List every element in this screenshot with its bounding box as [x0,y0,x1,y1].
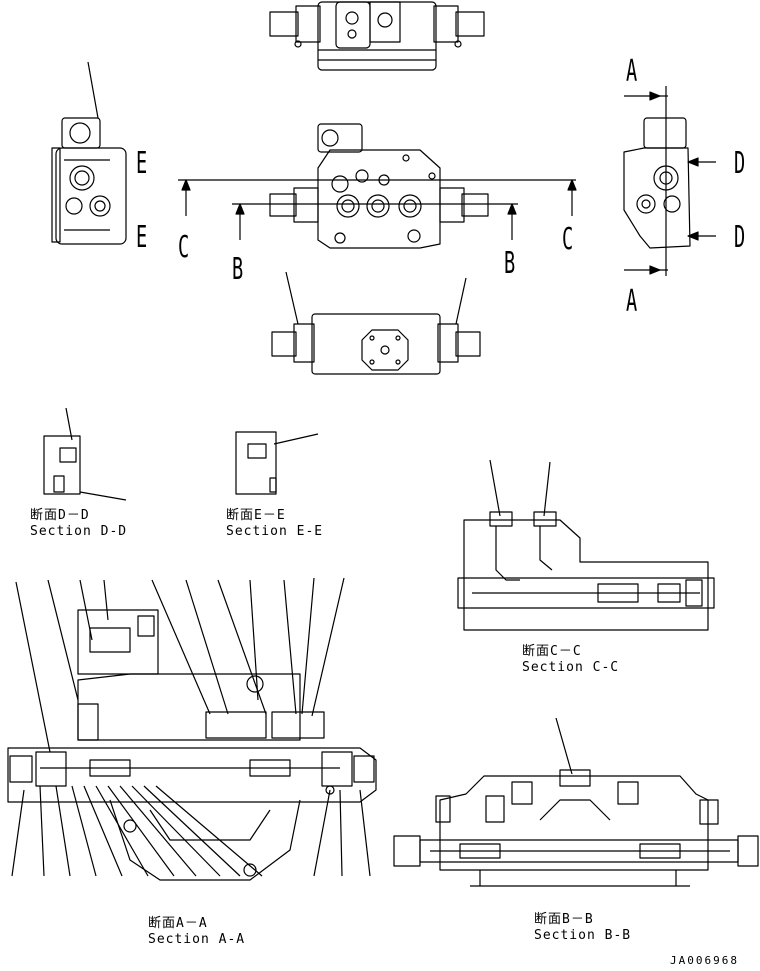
section-cc-jp: 断面C－C [522,644,582,659]
label-d-bottom: D [734,220,746,255]
label-c-left: C [178,230,190,265]
section-ee-caption: 断面E－E Section E-E [226,508,323,540]
section-cc-drawing [457,459,715,631]
section-cc-en: Section C-C [522,660,620,675]
section-dd-drawing [43,407,127,501]
top-view [269,1,485,71]
section-dd-caption: 断面D－D Section D-D [30,508,127,540]
section-aa-drawing [7,577,377,881]
section-ee-en: Section E-E [226,524,324,539]
label-e-bottom: E [136,220,148,255]
section-bb-caption: 断面B－B Section B-B [534,912,631,944]
label-a-bottom: A [626,284,638,319]
section-aa-jp: 断面A－A [148,916,208,931]
section-aa-en: Section A-A [148,932,246,947]
label-b-right: B [504,246,516,281]
right-side-view [623,86,716,276]
label-e-top: E [136,146,148,181]
cut-line-c [178,179,577,216]
section-ee-drawing [235,431,319,495]
section-dd-en: Section D-D [30,524,128,539]
bottom-view [271,271,481,375]
label-a-top: A [626,54,638,89]
section-ee-jp: 断面E－E [226,508,286,523]
label-d-top: D [734,146,746,181]
section-bb-en: Section B-B [534,928,632,943]
section-bb-jp: 断面B－B [534,912,594,927]
drawing-code: JA006968 [670,954,739,967]
front-view [269,123,489,249]
left-side-view [51,61,127,245]
section-dd-jp: 断面D－D [30,508,90,523]
cut-line-b [232,203,518,240]
section-aa-caption: 断面A－A Section A-A [148,916,245,948]
section-cc-caption: 断面C－C Section C-C [522,644,619,676]
label-c-right: C [562,222,574,257]
section-bb-drawing [393,717,759,887]
label-b-left: B [232,252,244,287]
